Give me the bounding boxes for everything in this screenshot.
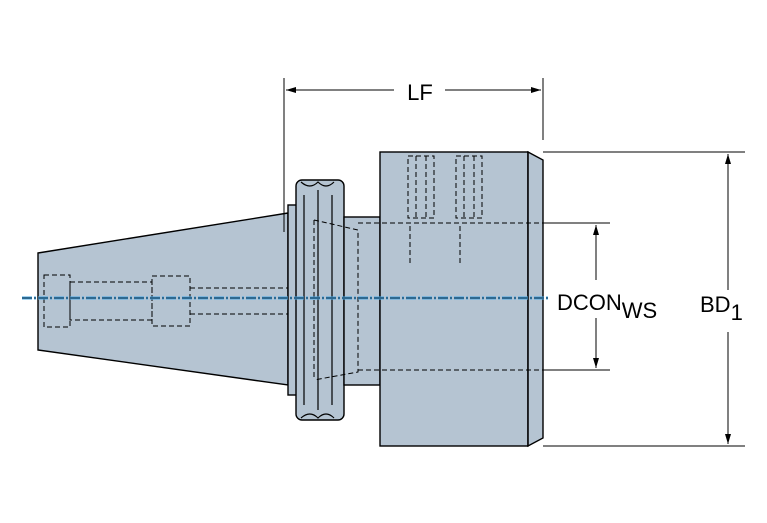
- v-flange: [287, 179, 345, 421]
- shank-bore-hidden: [43, 274, 300, 328]
- bore-hidden: [358, 222, 543, 371]
- bd1-label: BD1: [700, 292, 743, 325]
- bd1-dimension: BD1: [543, 151, 745, 447]
- dcon-dimension: DCONWS: [543, 222, 657, 371]
- neck: [343, 216, 381, 386]
- lf-label: LF: [407, 80, 433, 105]
- lf-dimension: LF: [283, 78, 544, 232]
- set-screws-hidden: [407, 155, 483, 265]
- dcon-label: DCONWS: [557, 290, 657, 323]
